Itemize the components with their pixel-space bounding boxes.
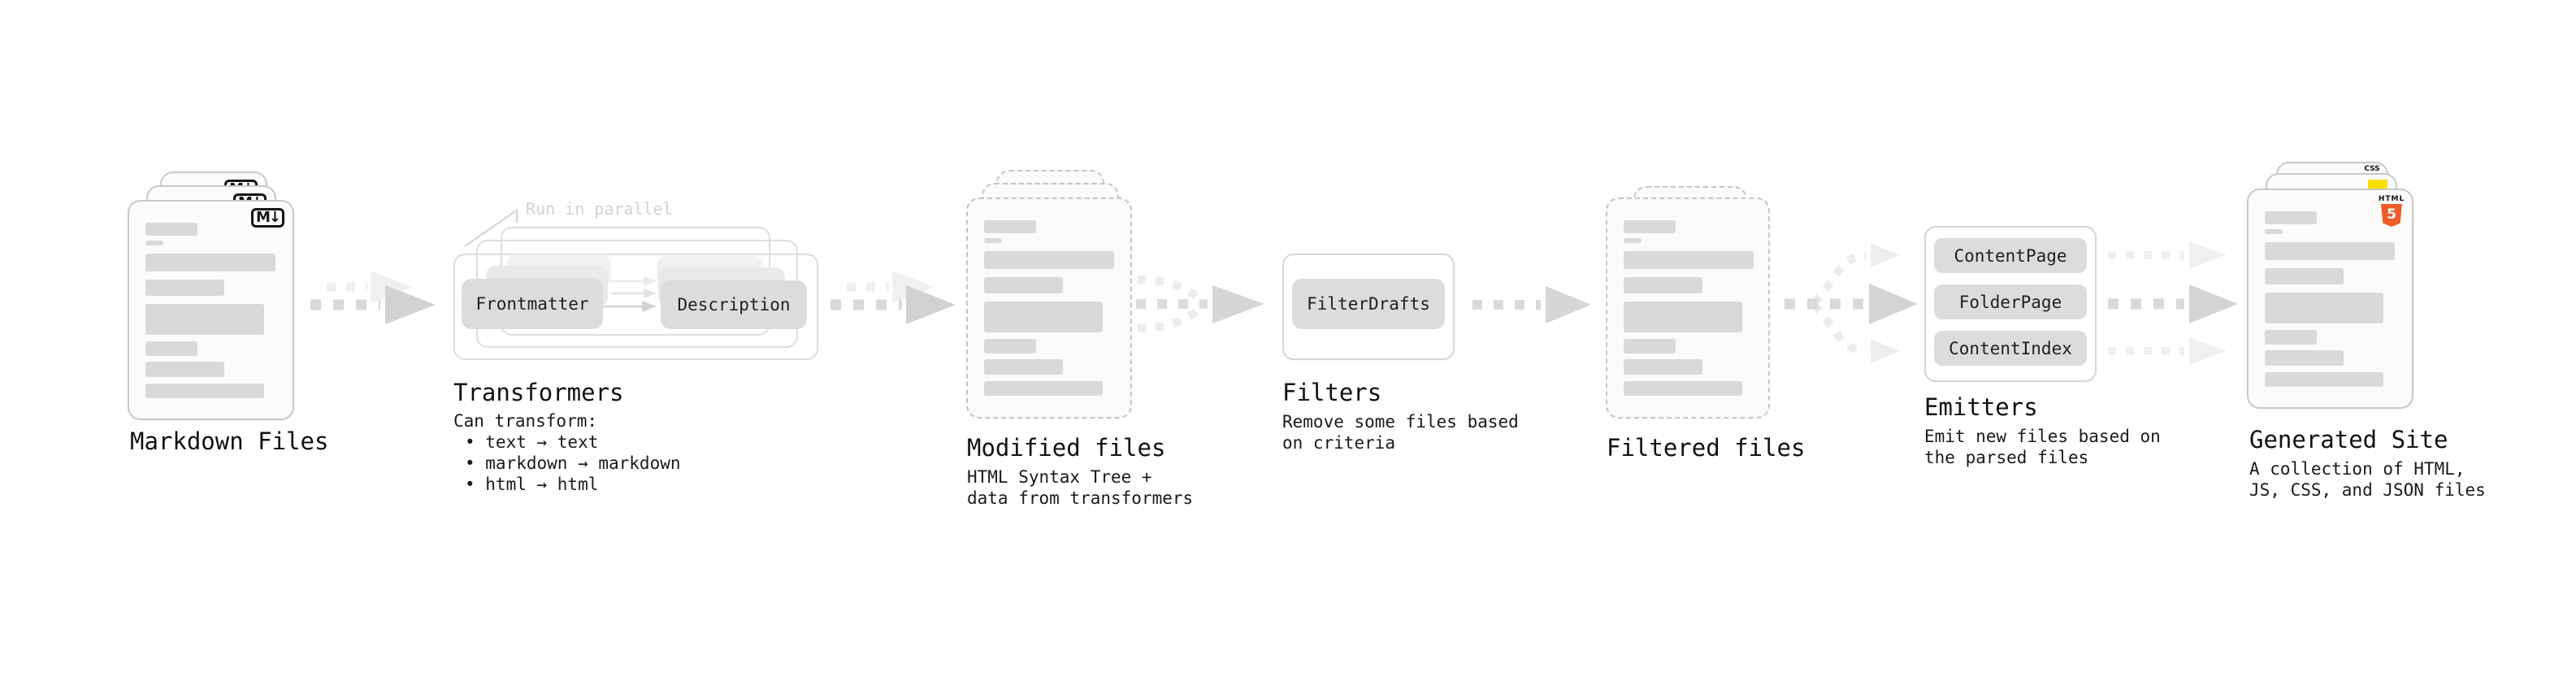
run-in-parallel-leader-line [464, 209, 518, 248]
modified-desc-line: HTML Syntax Tree + [967, 467, 1152, 487]
html5-icon: HTML 5 [2378, 195, 2405, 227]
arrow-markdown-to-transformers [310, 271, 436, 324]
contentpage-node: ContentPage [1934, 238, 2087, 273]
document-text-placeholder [1607, 199, 1768, 396]
generated-site-description: A collection of HTML, JS, CSS, and JSON … [2249, 458, 2486, 501]
transformers-bullet: • markdown → markdown [465, 453, 681, 473]
modified-files-description: HTML Syntax Tree + data from transformer… [967, 466, 1193, 509]
generated-site-label: Generated Site [2249, 426, 2448, 453]
markdown-file-card-front: M↓ [128, 200, 294, 420]
transformers-desc-title: Can transform: [453, 411, 598, 431]
folderpage-node: FolderPage [1934, 284, 2087, 319]
filters-desc-line: on criteria [1282, 433, 1396, 453]
html5-shield: 5 [2381, 204, 2402, 227]
arrow-filtered-to-emitters [1785, 243, 1918, 363]
arrow-filters-to-filtered [1472, 286, 1591, 323]
filtered-file-card-front [1606, 197, 1770, 419]
transformers-label: Transformers [453, 379, 624, 406]
modified-files-label: Modified files [967, 434, 1166, 462]
document-text-placeholder [129, 202, 293, 398]
css-word: CSS [2364, 165, 2380, 173]
document-text-placeholder [2249, 190, 2412, 387]
generated-desc-line: JS, CSS, and JSON files [2249, 480, 2486, 500]
document-text-placeholder [968, 199, 1130, 396]
html5-word: HTML [2378, 195, 2405, 203]
markdown-icon: M↓ [251, 208, 284, 228]
modified-file-card-front [966, 197, 1132, 419]
emitters-description: Emit new files based on the parsed files [1924, 426, 2161, 468]
generated-html-card: HTML 5 [2247, 189, 2413, 409]
emitters-label: Emitters [1924, 393, 2038, 421]
run-in-parallel-note: Run in parallel [526, 199, 673, 219]
emitters-desc-line: Emit new files based on [1924, 427, 2161, 446]
js-icon [2368, 180, 2387, 191]
transformers-bullet: • html → html [465, 475, 599, 494]
filters-description: Remove some files based on criteria [1282, 411, 1519, 453]
transformers-bullet: • text → text [465, 432, 599, 452]
transformers-description: Can transform: • text → text • markdown … [453, 410, 681, 495]
filterdrafts-node: FilterDrafts [1292, 279, 1445, 329]
markdown-files-label: Markdown Files [130, 427, 329, 455]
generated-desc-line: A collection of HTML, [2249, 459, 2465, 479]
filters-label: Filters [1282, 379, 1382, 406]
transformer-parallel-arrows [600, 276, 657, 312]
filtered-files-label: Filtered files [1607, 434, 1806, 462]
arrow-modified-to-filters [1136, 275, 1264, 332]
arrow-emitters-to-generated [2108, 241, 2238, 365]
description-node: Description [661, 280, 807, 329]
contentindex-node: ContentIndex [1934, 331, 2087, 366]
emitters-desc-line: the parsed files [1924, 448, 2089, 467]
filters-desc-line: Remove some files based [1282, 412, 1519, 432]
frontmatter-node: Frontmatter [462, 279, 603, 329]
transformer-container-front [453, 254, 818, 360]
modified-desc-line: data from transformers [967, 488, 1194, 508]
arrow-transformers-to-modified [830, 271, 956, 324]
